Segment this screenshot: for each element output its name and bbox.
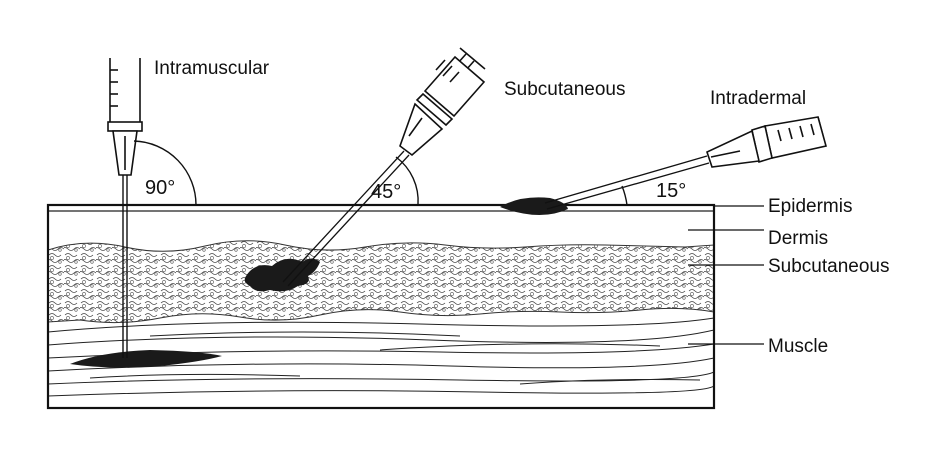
- label-intradermal: Intradermal: [710, 88, 806, 109]
- label-subcutaneous-injection: Subcutaneous: [504, 79, 626, 100]
- intramuscular-syringe: [107, 58, 143, 358]
- angle-arc-90: [133, 140, 197, 206]
- skin-cross-section: [46, 203, 716, 410]
- angle-label-45: 45°: [371, 181, 401, 203]
- intradermal-syringe: [544, 116, 827, 210]
- skin-block-border: [46, 203, 716, 410]
- angle-arc-15: [621, 185, 628, 206]
- layer-leader-lines: [688, 205, 764, 345]
- subcutaneous-deposit: [244, 258, 320, 292]
- angle-label-15: 15°: [656, 180, 686, 202]
- label-epidermis: Epidermis: [768, 196, 852, 217]
- angle-label-90: 90°: [145, 177, 175, 199]
- label-intramuscular: Intramuscular: [154, 58, 270, 79]
- subcutaneous-syringe: [282, 47, 486, 287]
- label-muscle: Muscle: [768, 336, 828, 357]
- label-subcutaneous-layer: Subcutaneous: [768, 256, 890, 277]
- label-dermis: Dermis: [768, 228, 828, 249]
- subcutaneous-layer: [47, 240, 715, 324]
- intramuscular-deposit: [70, 350, 222, 368]
- angle-arc-45: [395, 156, 419, 206]
